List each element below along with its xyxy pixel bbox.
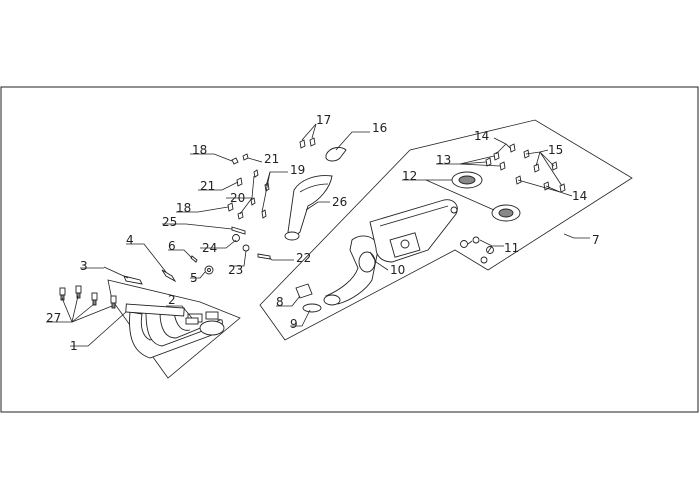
part-6-bolt [190, 255, 198, 263]
callout-24: 24 [202, 241, 217, 255]
callout-9: 9 [290, 317, 298, 331]
callout-5: 5 [190, 271, 198, 285]
part-27-clips [59, 285, 117, 309]
callout-8: 8 [276, 295, 284, 309]
part-8-cap [295, 283, 313, 299]
callout-2: 2 [168, 293, 176, 307]
part-23-washer [242, 244, 250, 252]
part-12-end-caps [451, 171, 521, 222]
muffler-body [369, 199, 458, 263]
callout-10: 10 [390, 263, 405, 277]
callout-7: 7 [592, 233, 600, 247]
part-9-clamp [302, 303, 322, 313]
callout-22: 22 [296, 251, 311, 265]
part-2-gasket [185, 317, 199, 325]
part-26-heat-shield [284, 175, 333, 241]
callout-26: 26 [332, 195, 347, 209]
callout-18-upper: 18 [192, 143, 207, 157]
diagram-frame [0, 86, 699, 413]
callout-11: 11 [504, 241, 519, 255]
callout-6: 6 [168, 239, 176, 253]
callout-12: 12 [402, 169, 417, 183]
leader-lines [46, 123, 590, 347]
part-17-bolts [299, 137, 316, 149]
callout-19: 19 [290, 163, 305, 177]
part-1-header-pipes [125, 303, 225, 359]
callout-21-upper: 21 [264, 152, 279, 166]
callout-14-lower: 14 [572, 189, 587, 203]
callout-14-upper: 14 [474, 129, 489, 143]
part-24-bracket [232, 234, 240, 242]
callout-20: 20 [230, 191, 245, 205]
callout-27: 27 [46, 311, 61, 325]
part-16-clamp [325, 147, 347, 162]
callout-labels: 1 2 3 4 5 6 7 8 9 10 11 12 13 14 14 15 1… [46, 113, 600, 353]
part-22-bolt [257, 253, 271, 260]
callout-4: 4 [126, 233, 134, 247]
part-10-link-pipe [323, 235, 379, 306]
callout-23: 23 [228, 263, 243, 277]
part-11-mount-hardware [460, 236, 494, 264]
muffler-group-outline [259, 119, 633, 341]
part-25-bolt [231, 226, 246, 235]
callout-21-lower: 21 [200, 179, 215, 193]
callout-16: 16 [372, 121, 387, 135]
callout-18-lower: 18 [176, 201, 191, 215]
part-18-21-fasteners [227, 153, 270, 220]
part-5-nut [204, 265, 214, 275]
part-4-stud [161, 269, 177, 283]
callout-25: 25 [162, 215, 177, 229]
callout-3: 3 [80, 259, 88, 273]
callout-13: 13 [436, 153, 451, 167]
callout-1: 1 [70, 339, 78, 353]
part-3-sensor [103, 266, 143, 285]
callout-15: 15 [548, 143, 563, 157]
callout-17: 17 [316, 113, 331, 127]
